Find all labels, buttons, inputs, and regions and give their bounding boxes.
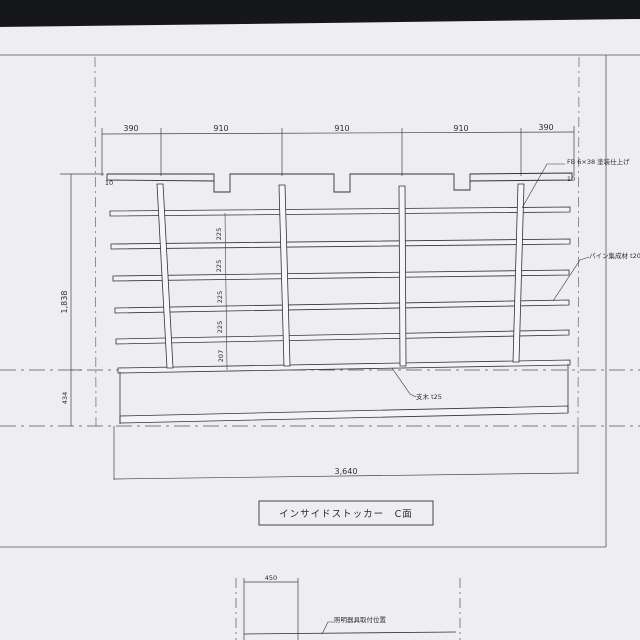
top-dimension-ticks (101, 126, 575, 176)
post (156, 183, 174, 369)
callout-leader (321, 621, 334, 635)
vertical-posts (156, 183, 525, 369)
overall-width-label: 3,640 (335, 467, 358, 476)
caption-box (258, 500, 434, 526)
callout-leader (391, 367, 417, 398)
callout-edge-band: FB 6×38 塗装仕上げ (567, 157, 630, 166)
shelf-board (112, 269, 570, 282)
top-dimension-line (101, 131, 575, 135)
shelf-spacing-line (224, 212, 228, 371)
shelf-board (110, 238, 571, 250)
callout-leader (552, 256, 590, 302)
shelf-board (117, 359, 571, 374)
dimension-label: 910 (453, 124, 468, 133)
base-height-label: 434 (61, 392, 69, 404)
spacing-label: 225 (215, 228, 223, 240)
shelf-boards (109, 206, 571, 374)
shelf-board (114, 299, 570, 314)
dimension-label: 910 (334, 124, 349, 133)
spacing-label: 225 (215, 260, 223, 272)
post (398, 185, 407, 367)
overall-height-label: 1,838 (60, 291, 69, 314)
next-view-note: 照明器具取付位置 (334, 615, 387, 624)
spacing-label: 207 (217, 350, 225, 362)
dimension-label: 390 (123, 124, 138, 133)
next-view-dimension: 450 (265, 574, 277, 582)
spacing-label: 225 (216, 291, 224, 303)
next-view-top-rail (243, 631, 457, 635)
right-extension-line (577, 56, 580, 427)
left-extension-line (94, 56, 97, 427)
overall-width-line (113, 472, 579, 480)
corner-mark-left: 10 (105, 179, 113, 187)
callout-shelf-board: パイン集成材 t20 (589, 251, 640, 260)
shelf-board (115, 329, 570, 345)
post (278, 184, 291, 367)
top-rail (106, 172, 573, 193)
callout-post: 支木 t25 (416, 392, 442, 401)
post (512, 183, 525, 363)
corner-mark-right: 10 (567, 175, 575, 183)
callout-leader (521, 163, 565, 209)
dimension-label: 390 (538, 123, 553, 132)
drawing-caption: インサイドストッカー C面 (279, 509, 413, 520)
dimension-label: 910 (213, 124, 228, 133)
spacing-label: 225 (216, 321, 224, 333)
